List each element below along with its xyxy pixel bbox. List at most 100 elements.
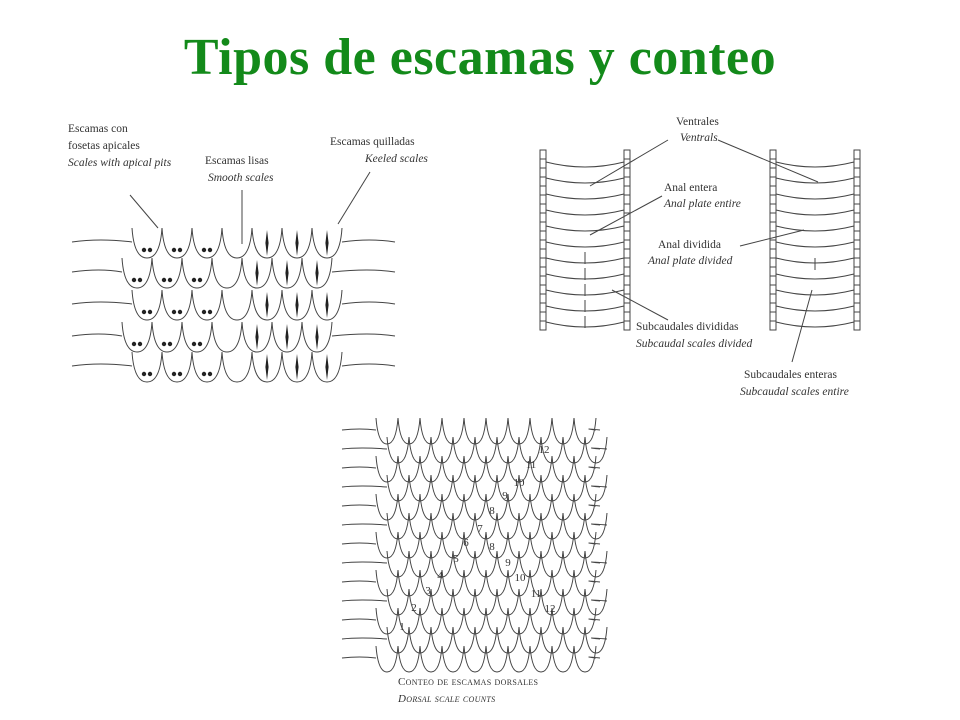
dorsal-scale [573,455,597,483]
body-outline [341,466,377,469]
scale [311,289,343,321]
lateral-scale [769,194,777,205]
dorsal-scale [397,607,421,635]
dorsal-scale [529,607,553,635]
subcaudal-divided-label-en: Subcaudal scales divided [636,338,753,350]
scale [121,257,153,289]
scale-types-diagram: Escamas con fosetas apicales Scales with… [68,123,428,383]
dorsal-scale [463,455,487,483]
scale [191,289,223,321]
scale [221,289,253,321]
ventrales-label-en: Ventrals [680,132,718,144]
dorsal-scale [540,588,564,616]
keel [265,354,269,380]
scale-count-number: 1 [399,621,405,633]
dorsal-scale [573,607,597,635]
lateral-scale [853,302,861,313]
lateral-scale [769,311,777,322]
dorsal-scale [551,417,575,445]
leader-anal-entera [589,195,663,236]
lateral-scale [539,266,547,277]
scale-count-number: 6 [463,537,469,549]
lateral-scale [853,320,861,331]
subcaudal-entire-label-en: Subcaudal scales entire [740,386,849,398]
dorsal-scale [562,626,586,654]
lateral-scale [539,239,547,250]
lateral-scale [853,284,861,295]
scale [151,257,183,289]
lateral-scale [623,194,631,205]
body-outline [341,239,396,243]
dorsal-scale [496,550,520,578]
dorsal-scale [386,512,410,540]
ventral-plate [775,305,855,312]
apical-label-es2: fosetas apicales [68,140,140,152]
scale-count-number: 11 [531,588,542,600]
apical-pit [167,341,173,347]
lateral-scale [623,185,631,196]
dorsal-scale [452,436,476,464]
scale [221,227,253,259]
apical-label-en: Scales with apical pits [68,157,172,169]
ventral-plate [775,209,855,216]
body-outline [341,447,388,450]
smooth-label-en: Smooth scales [208,172,274,184]
apical-pit [161,341,167,347]
scale-count-number: 3 [425,585,431,597]
scale [241,321,273,353]
leader-ventrales-right [717,139,819,183]
lateral-scale [769,266,777,277]
scale-count-number: 12 [545,603,556,615]
lateral-scale [853,194,861,205]
dorsal-scale [496,588,520,616]
scale [191,227,223,259]
dorsal-scale [518,474,542,502]
dorsal-scale [419,645,443,673]
lateral-scale [623,257,631,268]
keel [255,260,259,286]
body-outline [71,269,123,273]
lateral-scale [623,167,631,178]
keel [325,292,329,318]
lateral-scale [853,257,861,268]
lateral-scale [539,302,547,313]
dorsal-scale [474,550,498,578]
anal-entera-label-en: Anal plate entire [663,198,741,210]
keel [265,230,269,256]
dorsal-scale [408,512,432,540]
ventrales-label-es: Ventrales [676,116,719,128]
lateral-scale [539,212,547,223]
keel [285,324,289,350]
dorsal-scale [441,493,465,521]
dorsal-scale [573,645,597,673]
dorsal-scale [397,417,421,445]
lateral-scale [853,203,861,214]
dorsal-scale [507,569,531,597]
dorsal-scale [529,569,553,597]
body-outline [341,580,377,583]
body-outline [588,580,601,583]
dorsal-scale [452,512,476,540]
dorsal-scale [540,512,564,540]
lateral-scale [623,320,631,331]
dorsal-scale [375,645,399,673]
dorsal-scale [474,512,498,540]
lateral-scale [539,194,547,205]
lateral-scale [769,257,777,268]
dorsal-scale [463,531,487,559]
scale [281,289,313,321]
dorsal-scale [386,550,410,578]
body-outline [588,428,601,431]
body-outline [341,301,396,305]
body-outline [591,523,608,526]
body-outline [341,363,396,367]
apical-pit [197,277,203,283]
apical-pit [201,247,207,253]
scale [131,351,163,383]
dorsal-scale [485,569,509,597]
scale-count-number: 9 [502,490,508,502]
ventral-plate [775,193,855,200]
dorsal-scale [452,550,476,578]
